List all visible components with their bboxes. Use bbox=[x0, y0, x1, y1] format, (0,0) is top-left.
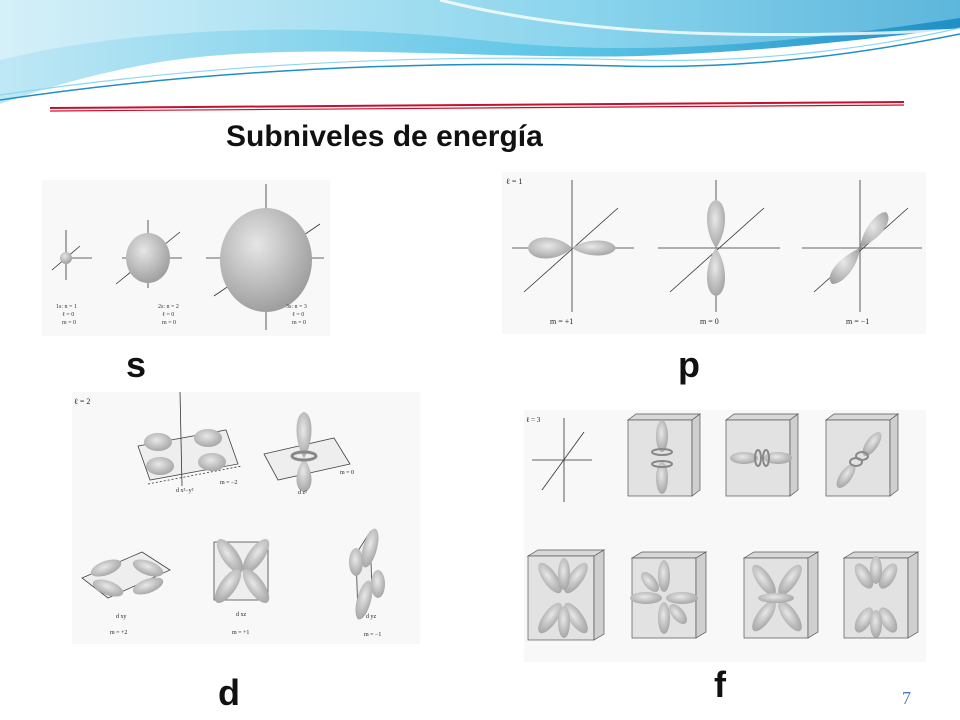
d-orbital-z2: d z² m = 0 bbox=[263, 412, 354, 496]
p-orbital-m-0: m = 0 bbox=[658, 180, 780, 326]
label-p: p bbox=[678, 344, 700, 385]
f-orbital-top-1 bbox=[626, 413, 702, 497]
s-orbitals-figure: 1s: n = 1 ℓ = 0 m = 0 2s: n = 2 ℓ = 0 m … bbox=[42, 180, 330, 336]
p-m-label-plus1: m = +1 bbox=[550, 317, 573, 326]
label-f: f bbox=[714, 664, 726, 705]
f-orbital-top-2 bbox=[724, 413, 800, 497]
f-orbital-top-3 bbox=[824, 413, 900, 497]
f-axes bbox=[532, 418, 592, 502]
s-caption-3s-m: m = 0 bbox=[292, 320, 306, 326]
page-number: 7 bbox=[902, 688, 911, 708]
d-l-label: ℓ = 2 bbox=[74, 397, 90, 406]
s-orbital-1s bbox=[51, 230, 92, 280]
f-orbitals-figure: ℓ = 3 bbox=[524, 410, 926, 662]
s-orbital-3s bbox=[206, 184, 324, 330]
d-sub-label-x2-y2: d x²−y² bbox=[176, 488, 194, 494]
s-caption-3s-n: 3s: n = 3 bbox=[286, 304, 307, 310]
d-sub-label-yz: d yz bbox=[366, 614, 377, 620]
header-wave-decoration bbox=[0, 0, 960, 104]
s-caption-1s-n: 1s: n = 1 bbox=[56, 304, 77, 310]
d-orbital-yz: d yz m = −1 bbox=[349, 528, 385, 638]
d-m-label-minus1: m = −1 bbox=[364, 632, 381, 638]
f-orbital-bottom-2 bbox=[630, 551, 708, 639]
label-s: s bbox=[126, 344, 147, 385]
s-caption-1s-m: m = 0 bbox=[62, 320, 76, 326]
p-l-label: ℓ = 1 bbox=[506, 177, 522, 186]
s-caption-1s-l: ℓ = 0 bbox=[62, 312, 74, 318]
s-caption-2s-m: m = 0 bbox=[162, 320, 176, 326]
d-sub-label-xy: d xy bbox=[116, 614, 127, 620]
s-caption-2s-n: 2s: n = 2 bbox=[158, 304, 179, 310]
slide-title: Subniveles de energía bbox=[226, 120, 543, 153]
d-sub-label-xz: d xz bbox=[236, 612, 247, 618]
d-orbital-xz: d xz m = +1 bbox=[213, 538, 270, 636]
s-caption-3s-l: ℓ = 0 bbox=[292, 312, 304, 318]
f-orbital-bottom-4 bbox=[842, 551, 920, 639]
label-d: d bbox=[218, 672, 240, 713]
s-orbital-2s bbox=[115, 220, 182, 288]
s-caption-2s-l: ℓ = 0 bbox=[162, 312, 174, 318]
d-m-label-0: m = 0 bbox=[340, 470, 354, 476]
d-orbital-x2-y2: d x²−y² m = −2 bbox=[137, 392, 243, 494]
p-m-label-minus1: m = −1 bbox=[846, 317, 869, 326]
d-orbitals-figure: ℓ = 2 d x²−y² m = −2 d z² m = 0 bbox=[72, 392, 420, 644]
f-orbital-bottom-1 bbox=[526, 549, 606, 641]
p-orbital-m-plus1: m = +1 bbox=[512, 180, 634, 326]
title-rule bbox=[49, 101, 905, 112]
p-orbitals-figure: ℓ = 1 m = +1 m = 0 m = −1 bbox=[502, 172, 926, 334]
d-sub-label-z2: d z² bbox=[298, 490, 307, 496]
f-l-label: ℓ = 3 bbox=[526, 416, 541, 424]
d-m-label-plus1: m = +1 bbox=[232, 630, 249, 636]
p-m-label-0: m = 0 bbox=[700, 317, 719, 326]
d-m-label-plus2: m = +2 bbox=[110, 630, 127, 636]
p-orbital-m-minus1: m = −1 bbox=[802, 180, 922, 326]
d-m-label-minus2: m = −2 bbox=[220, 480, 237, 486]
d-orbital-xy: d xy m = +2 bbox=[81, 551, 171, 636]
f-orbital-bottom-3 bbox=[742, 551, 820, 639]
